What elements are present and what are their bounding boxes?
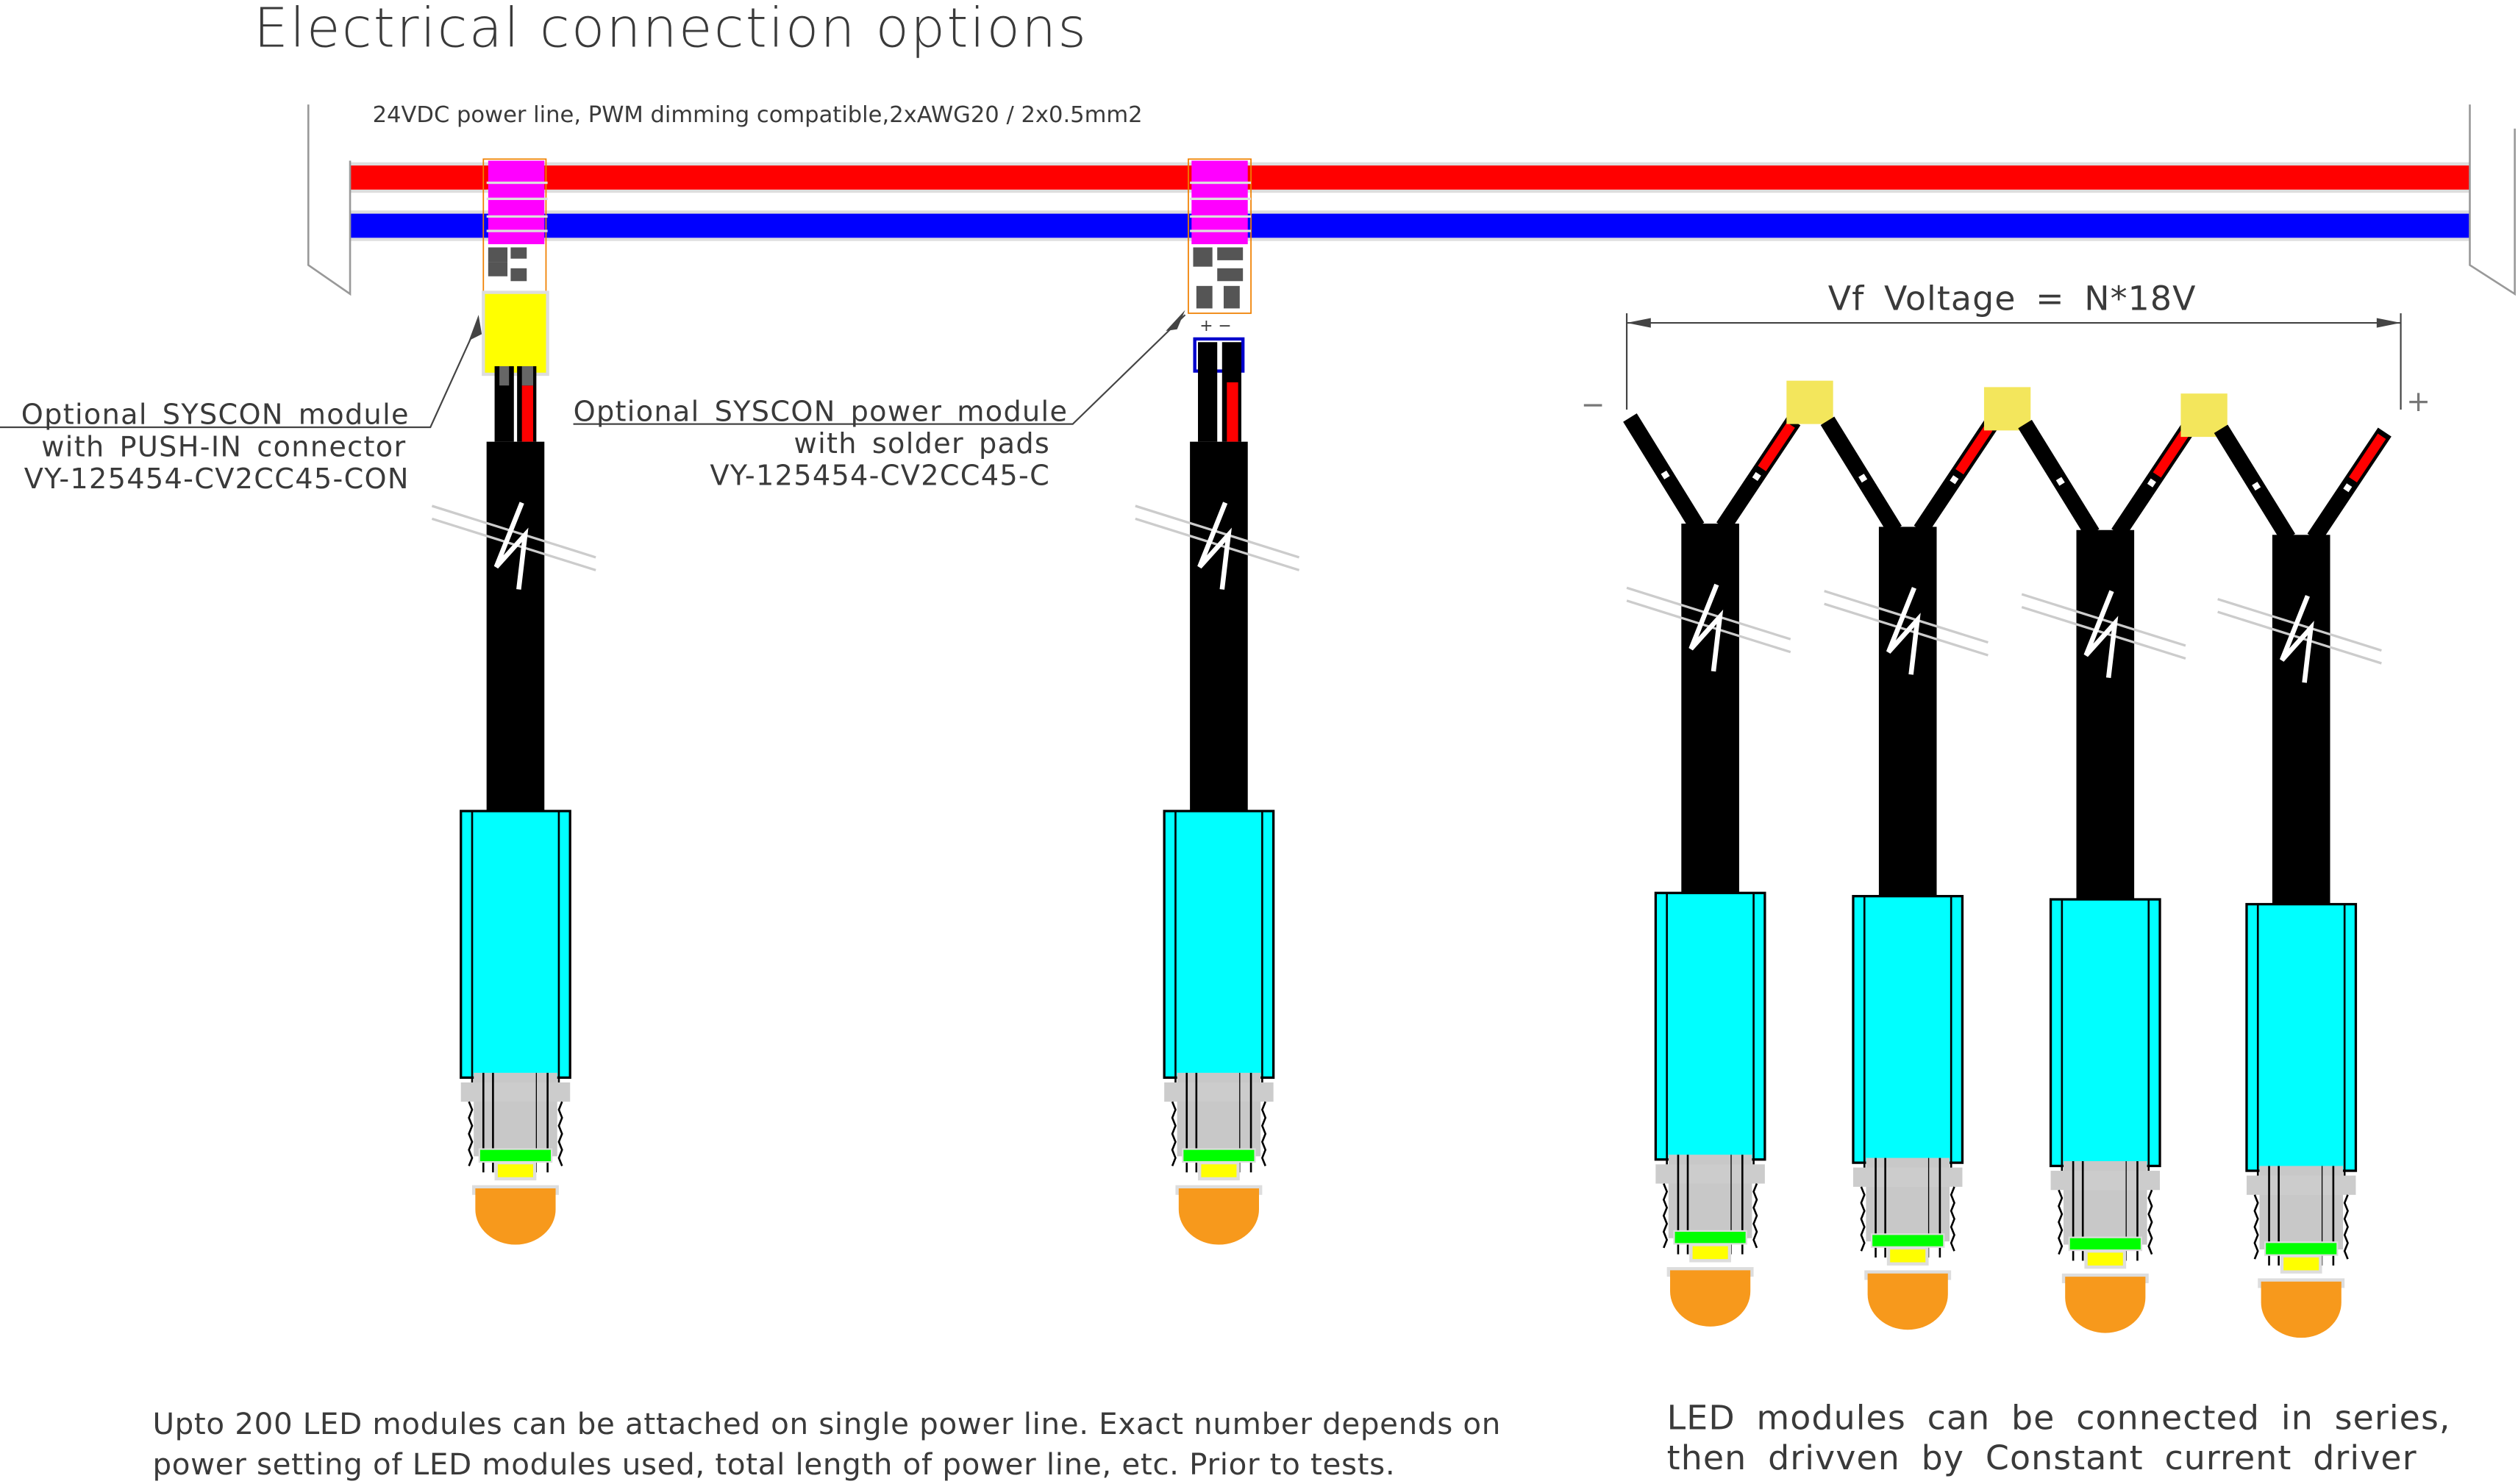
cable: [486, 441, 545, 813]
led-chip: [1692, 1246, 1728, 1260]
led-housing: [1163, 810, 1275, 1080]
led-module-series-2: [1820, 416, 1998, 1330]
thread: [1860, 1186, 1866, 1252]
cable-break-line: [2021, 593, 2186, 647]
thread: [557, 1101, 563, 1166]
led-housing: [2049, 898, 2161, 1168]
cable-break-line: [431, 504, 596, 559]
syscon-push-in-module: [482, 158, 549, 442]
thread: [468, 1101, 474, 1166]
thread: [2058, 1189, 2064, 1255]
cable-break-line: [1135, 504, 1300, 559]
thread: [1752, 1183, 1758, 1249]
led-lens: [1670, 1270, 1751, 1327]
led-chip: [1890, 1249, 1926, 1263]
series-joint-pad: [1786, 380, 1833, 424]
svg-text:Optional SYSCON module: Optional SYSCON module: [21, 399, 410, 432]
led-housing: [1852, 894, 1964, 1164]
led-board: [2266, 1243, 2337, 1255]
cable-break-zigzag: [2279, 595, 2314, 683]
parallel-note-line2: power setting of LED modules used, total…: [152, 1447, 1395, 1482]
cable-break-zigzag: [493, 502, 529, 590]
series-joint-pad: [2180, 393, 2228, 438]
led-module-parallel-2: [1135, 441, 1300, 1245]
break-mark-right: [2469, 104, 2516, 296]
svg-text:+ −: + −: [1199, 317, 1232, 335]
led-board: [479, 1149, 551, 1161]
led-chip: [497, 1164, 533, 1177]
led-module-series-1: [1623, 413, 1801, 1327]
svg-text:VY-125454-CV2CC45-C: VY-125454-CV2CC45-C: [710, 460, 1050, 493]
series-note-line1: LED modules can be connected in series,: [1667, 1398, 2451, 1438]
led-module-series-3: [2018, 419, 2196, 1333]
cable: [1681, 524, 1739, 895]
cable-break-zigzag: [1688, 583, 1724, 672]
cable: [1190, 441, 1248, 813]
thread: [1662, 1183, 1669, 1249]
cable-break-line: [2217, 598, 2382, 652]
thread: [1171, 1101, 1177, 1166]
svg-text:with solder pads: with solder pads: [794, 428, 1051, 460]
svg-text:VY-125454-CV2CC45-CON: VY-125454-CV2CC45-CON: [24, 463, 410, 496]
led-housing: [2245, 902, 2358, 1172]
negative-wire: [350, 213, 2470, 238]
cable-break-line: [1824, 590, 1989, 644]
thread: [2343, 1194, 2349, 1260]
led-module-series-4: [2214, 424, 2392, 1338]
push-in-label: Optional SYSCON module with PUSH-IN conn…: [0, 315, 482, 496]
led-board: [1674, 1232, 1746, 1244]
syscon-solder-module: + −: [1188, 158, 1252, 442]
plus-sign: +: [2406, 385, 2430, 418]
led-board: [1872, 1235, 1944, 1246]
led-board: [1183, 1149, 1255, 1161]
led-lens: [1178, 1188, 1259, 1245]
power-line: [307, 104, 2516, 296]
svg-text:Vf Voltage = N*18V: Vf Voltage = N*18V: [1828, 279, 2197, 318]
solder-label: Optional SYSCON power module with solder…: [574, 310, 1186, 493]
led-housing: [460, 810, 571, 1080]
vf-dimension: Vf Voltage = N*18V − +: [1581, 279, 2430, 422]
cable: [2272, 535, 2330, 906]
minus-sign: −: [1581, 389, 1605, 422]
thread: [2253, 1194, 2259, 1260]
thread: [1950, 1186, 1955, 1252]
push-in-connector: [485, 293, 546, 373]
cable: [2076, 529, 2135, 902]
svg-text:with PUSH-IN connector: with PUSH-IN connector: [41, 431, 406, 463]
thread: [1260, 1101, 1267, 1166]
break-mark-left: [307, 104, 352, 296]
thread: [2147, 1189, 2153, 1255]
cable-break-zigzag: [1197, 502, 1232, 590]
diagram-title: Electrical connection options: [254, 0, 1088, 60]
led-lens: [2065, 1277, 2146, 1333]
led-lens: [1867, 1273, 1948, 1330]
series-note-line2: then drivven by Constant current driver: [1667, 1438, 2417, 1477]
series-joint-pad: [1983, 387, 2031, 431]
led-lens: [2261, 1281, 2342, 1338]
led-housing: [1654, 891, 1766, 1161]
led-board: [2069, 1238, 2141, 1250]
led-chip: [2283, 1257, 2319, 1271]
positive-wire: [350, 165, 2470, 190]
led-lens: [475, 1188, 556, 1245]
cable-break-zigzag: [1886, 587, 1921, 675]
power-line-label: 24VDC power line, PWM dimming compatible…: [373, 102, 1143, 128]
cable-break-line: [1626, 586, 1791, 641]
led-module-parallel-1: [431, 441, 596, 1245]
led-chip: [1201, 1164, 1237, 1177]
parallel-note-line1: Upto 200 LED modules can be attached on …: [152, 1407, 1501, 1441]
led-chip: [2087, 1252, 2123, 1266]
svg-text:Optional SYSCON power module: Optional SYSCON power module: [574, 396, 1069, 428]
cable-break-zigzag: [2083, 590, 2119, 679]
cable: [1878, 527, 1937, 898]
